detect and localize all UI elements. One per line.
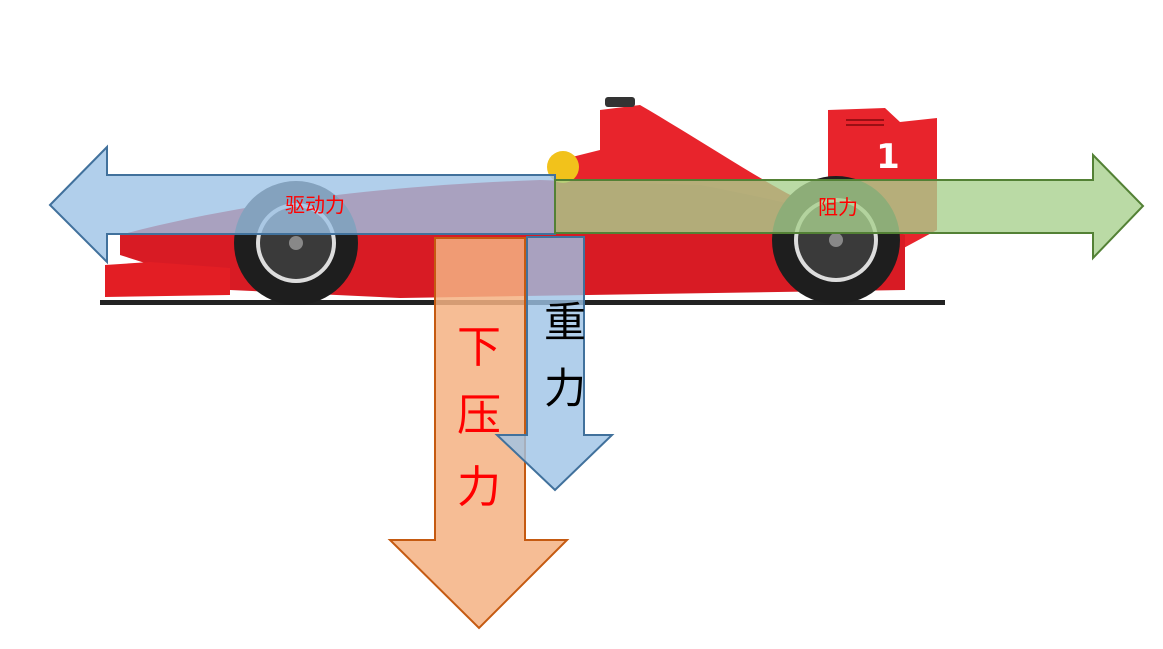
drag-force-label: 阻力: [818, 195, 858, 219]
camera-mount: [605, 97, 635, 107]
downforce-label-char-1: 下: [457, 322, 501, 373]
car-number: 1: [876, 137, 900, 177]
gravity-label-char-1: 重: [544, 298, 586, 347]
downforce-label-char-3: 力: [457, 462, 501, 513]
front-wing: [105, 262, 230, 297]
downforce-label-char-2: 压: [457, 390, 501, 441]
drive-force-label: 驱动力: [285, 193, 345, 217]
drag-force-arrow: [554, 152, 1145, 261]
gravity-arrow: [494, 236, 615, 492]
downforce-arrow: [387, 237, 570, 630]
gravity-label-char-2: 力: [544, 364, 586, 413]
